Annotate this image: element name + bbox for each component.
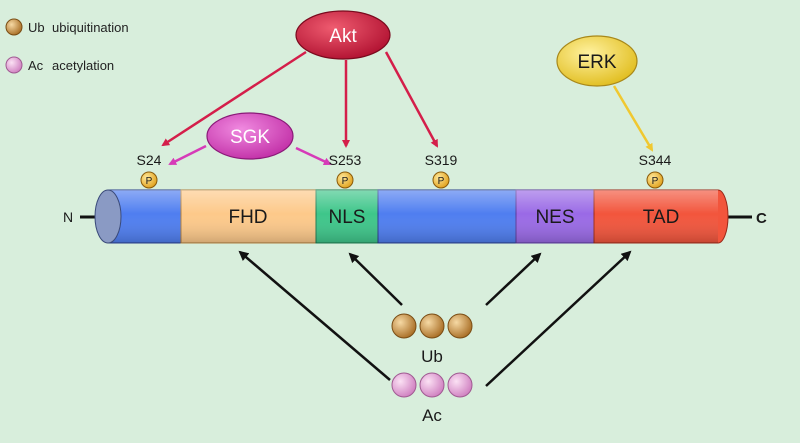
phospho-s344-p: P: [652, 176, 659, 187]
erk-to-s344-arrow: [612, 85, 654, 152]
c-terminus-label: C: [756, 210, 767, 227]
legend: Ub ubiquitination Ac acetylation: [5, 18, 129, 74]
acetylation-group: Ac: [391, 372, 473, 425]
phospho-s253-p: P: [342, 176, 349, 187]
legend-ac-abbr: Ac: [28, 58, 44, 73]
phospho-s319-icon: [432, 171, 450, 189]
cylinder-shading: [108, 190, 718, 243]
domain-tad-label: TAD: [643, 207, 680, 228]
ub-label: Ub: [421, 347, 443, 366]
protein-bar: N C FHD NLS NES TAD: [63, 189, 767, 244]
n-terminus-label: N: [63, 209, 73, 225]
site-s344: S344 P: [639, 152, 672, 189]
ubiquitin-group: Ub: [391, 313, 473, 366]
kinase-arrows: [161, 50, 654, 166]
erk-label: ERK: [577, 52, 616, 73]
kinase-erk: ERK: [556, 35, 638, 87]
phospho-s24-icon: [140, 171, 158, 189]
site-s344-label: S344: [639, 152, 672, 168]
sgk-to-s253-arrow: [295, 146, 332, 166]
ac-bead-icon: [5, 56, 23, 74]
site-s319-label: S319: [425, 152, 458, 168]
modification-arrows: [238, 250, 632, 387]
legend-ub-abbr: Ub: [28, 20, 45, 35]
sgk-to-s24-arrow: [168, 144, 207, 166]
kinase-sgk: SGK: [206, 112, 294, 160]
site-s319: S319 P: [425, 152, 458, 189]
site-s24: S24 P: [137, 152, 162, 189]
legend-item-ac: Ac acetylation: [5, 56, 114, 74]
domain-nes-label: NES: [535, 207, 574, 228]
site-s253-label: S253: [329, 152, 362, 168]
site-s253: S253 P: [329, 152, 362, 189]
mod-to-fhd-arrow: [238, 250, 391, 381]
ub-bead-icon: [447, 313, 473, 339]
akt-to-s24-arrow: [161, 50, 307, 147]
ac-label: Ac: [422, 406, 442, 425]
ub-to-nls-arrow: [348, 252, 403, 306]
legend-ac-text: acetylation: [52, 58, 114, 73]
domain-fhd-label: FHD: [228, 207, 267, 228]
ub-bead-icon: [419, 313, 445, 339]
n-terminus-cap: [94, 189, 122, 244]
ac-bead-icon: [447, 372, 473, 398]
legend-item-ub: Ub ubiquitination: [5, 18, 129, 36]
ub-to-nes-arrow: [485, 252, 542, 306]
phospho-sites: S24 P S253 P S319 P S344 P: [137, 152, 672, 189]
kinase-akt: Akt: [295, 10, 391, 60]
sgk-label: SGK: [230, 127, 270, 148]
ub-bead-icon: [391, 313, 417, 339]
phospho-s253-icon: [336, 171, 354, 189]
phospho-s319-p: P: [438, 176, 445, 187]
mod-to-tad-arrow: [485, 250, 632, 387]
ac-bead-icon: [419, 372, 445, 398]
akt-to-s319-arrow: [384, 51, 439, 148]
site-s24-label: S24: [137, 152, 162, 168]
domain-nls-label: NLS: [329, 207, 366, 228]
ub-bead-icon: [5, 18, 23, 36]
ac-bead-icon: [391, 372, 417, 398]
legend-ub-text: ubiquitination: [52, 20, 129, 35]
phospho-s344-icon: [646, 171, 664, 189]
akt-label: Akt: [329, 26, 357, 47]
phospho-s24-p: P: [146, 176, 153, 187]
